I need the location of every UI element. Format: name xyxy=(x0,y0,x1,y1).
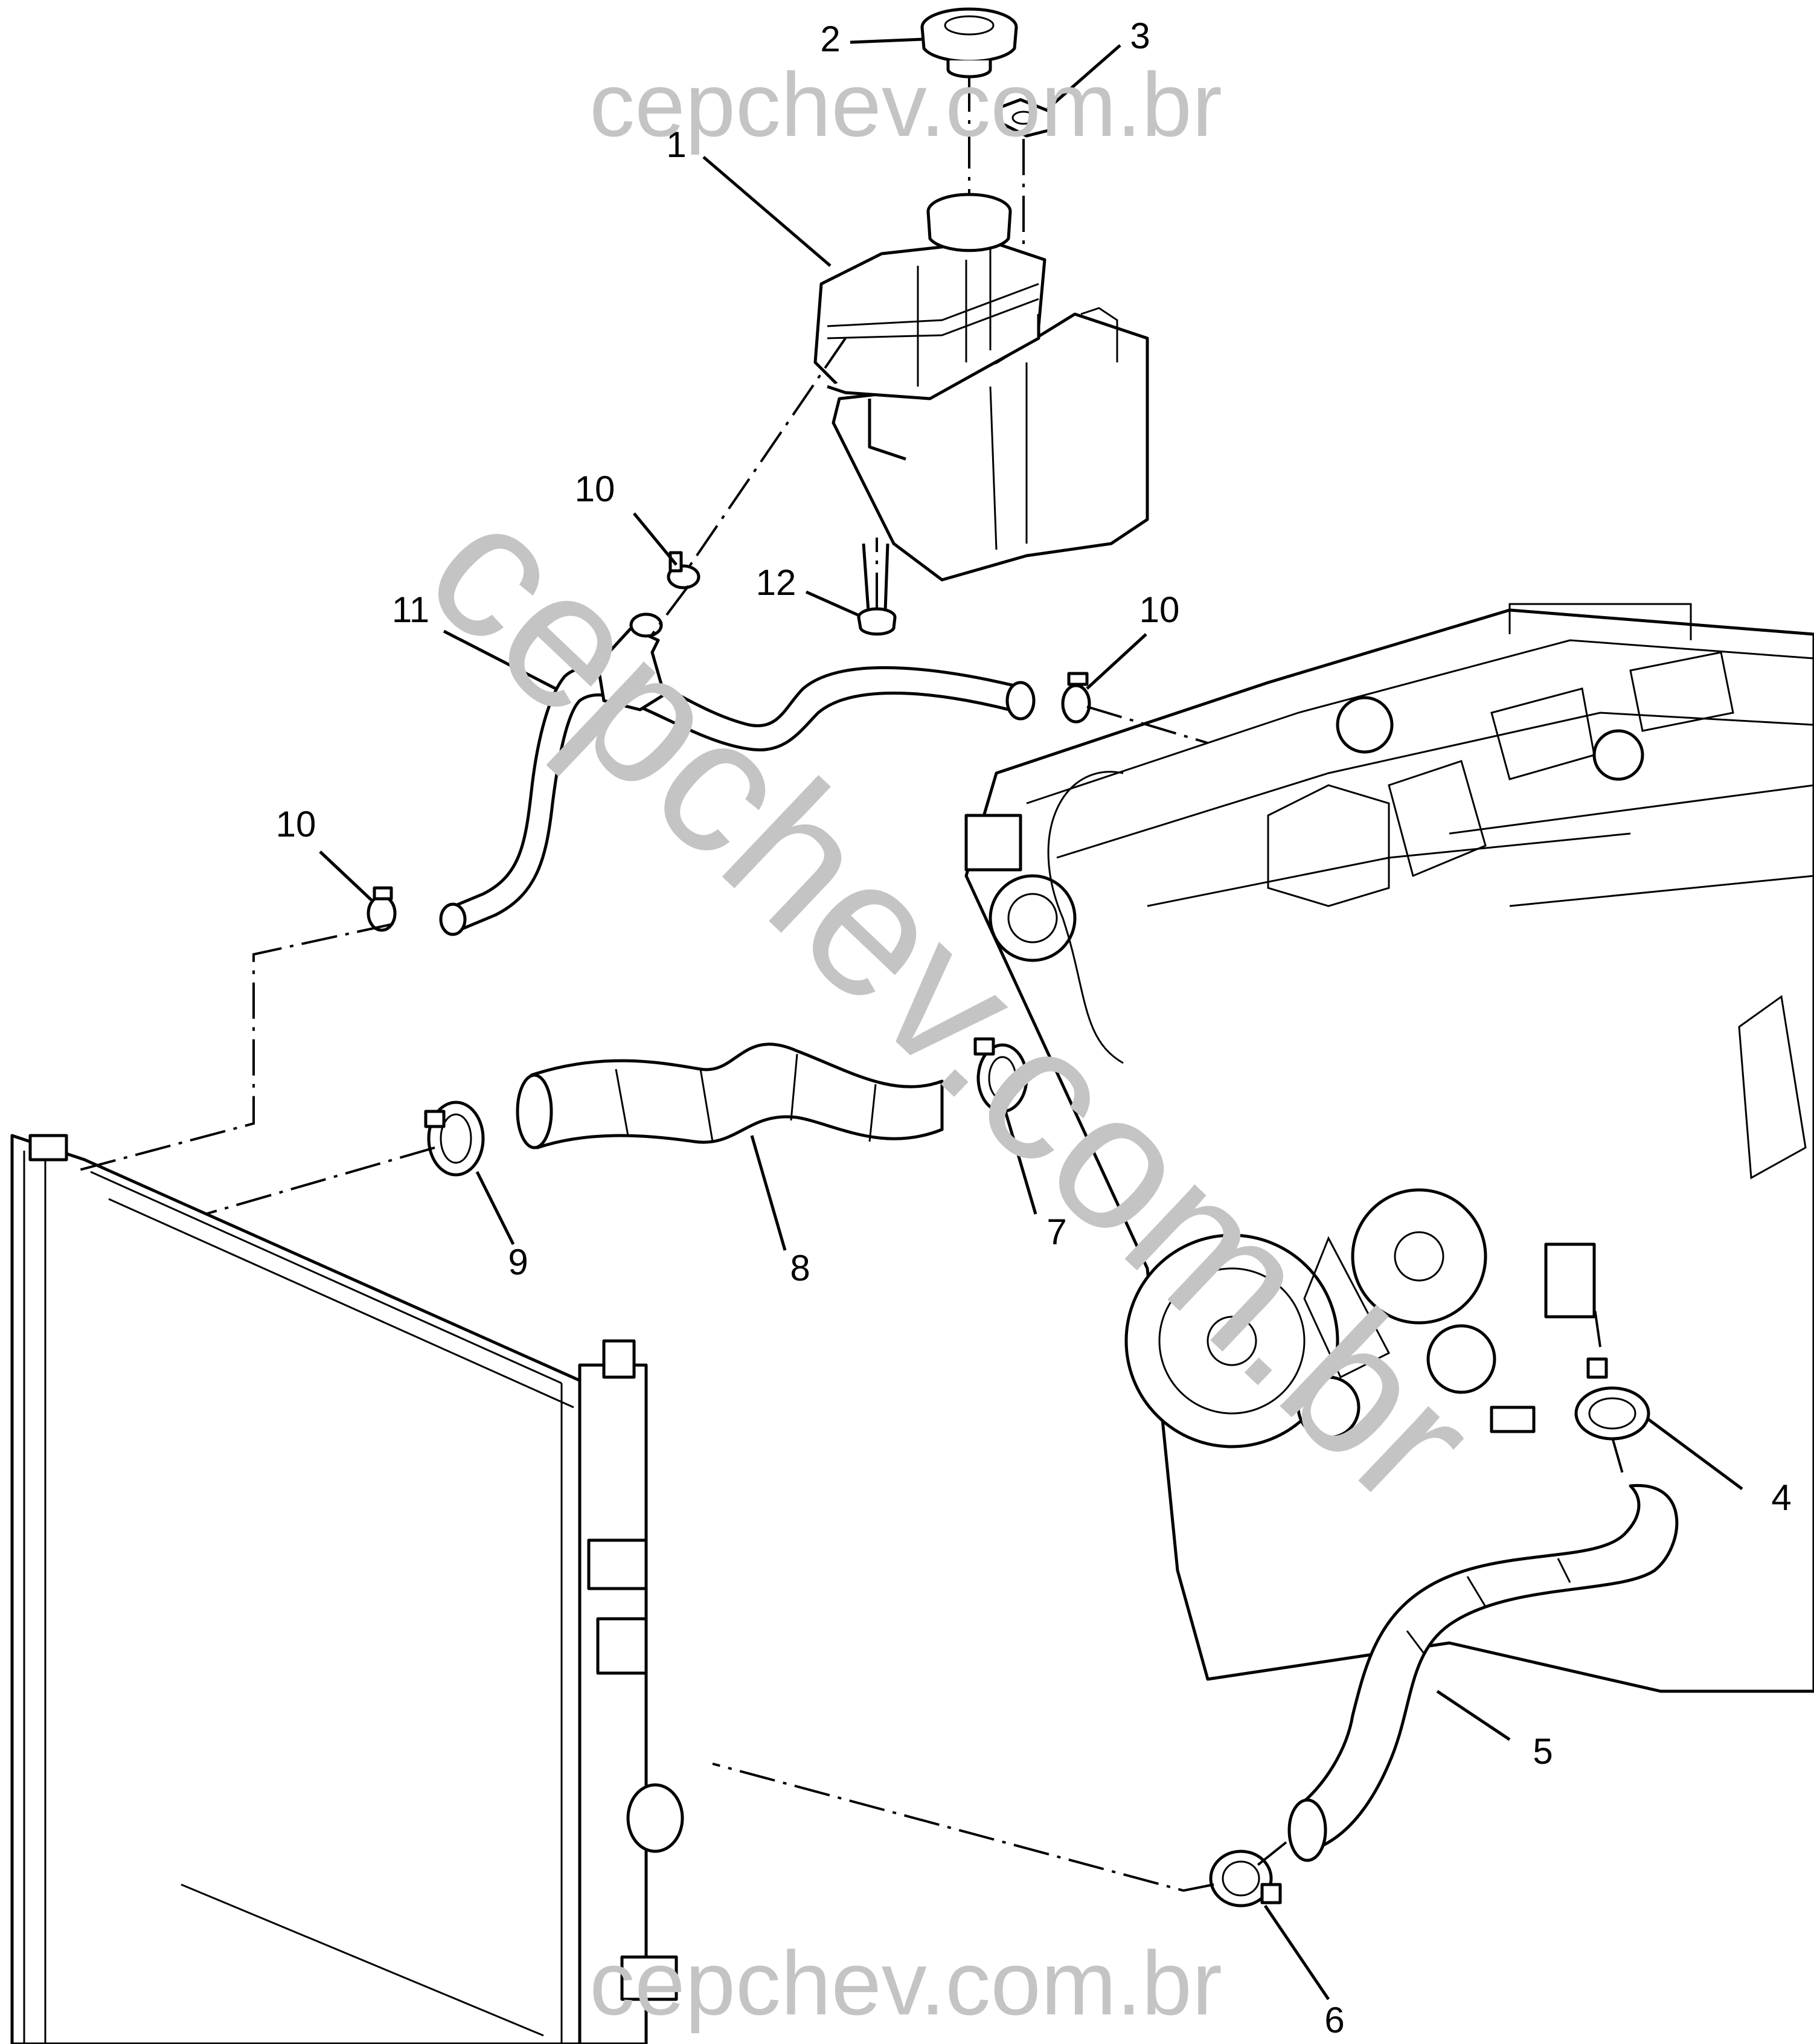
grommet xyxy=(857,607,897,636)
watermark-bottom: cepchev.com.br xyxy=(589,1932,1222,2034)
upper-radiator-hose xyxy=(516,1043,944,1149)
callout-2: 2 xyxy=(820,19,840,59)
callout-4: 4 xyxy=(1771,1477,1791,1518)
callout-9: 9 xyxy=(508,1242,528,1282)
watermark-top: cepchev.com.br xyxy=(589,54,1222,155)
callout-10-right: 10 xyxy=(1139,590,1180,630)
callout-5: 5 xyxy=(1533,1731,1553,1772)
callout-6: 6 xyxy=(1324,2000,1344,2040)
hose-clamp-10-left xyxy=(367,886,397,932)
callout-10-left: 10 xyxy=(276,804,316,844)
callout-12: 12 xyxy=(756,562,796,603)
bracket-clip xyxy=(995,98,1053,138)
surge-tank-hose xyxy=(439,612,1036,936)
lower-radiator-hose xyxy=(1287,1483,1679,1862)
callout-7: 7 xyxy=(1046,1212,1066,1252)
assembly-lines xyxy=(72,76,1626,1892)
hose-clamp-10-upper xyxy=(667,551,700,590)
callout-8: 8 xyxy=(790,1248,810,1288)
hose-clamp-6 xyxy=(1209,1850,1282,1907)
callout-3: 3 xyxy=(1130,16,1150,56)
callout-labels: 1 2 3 4 5 6 7 8 9 10 10 10 11 12 xyxy=(276,16,1792,2040)
callout-11: 11 xyxy=(392,590,429,630)
hose-clamp-10-right xyxy=(1061,672,1091,724)
callout-1: 1 xyxy=(666,124,686,165)
surge-tank xyxy=(813,193,1149,630)
hose-clamp-4 xyxy=(1574,1357,1650,1441)
leader-lines xyxy=(319,37,1743,2001)
radiator-cap xyxy=(920,7,1018,79)
callout-10-upper: 10 xyxy=(575,469,615,509)
hose-clamp-7 xyxy=(973,1037,1028,1113)
hose-clamp-9 xyxy=(424,1101,485,1177)
radiator xyxy=(10,1134,684,2044)
